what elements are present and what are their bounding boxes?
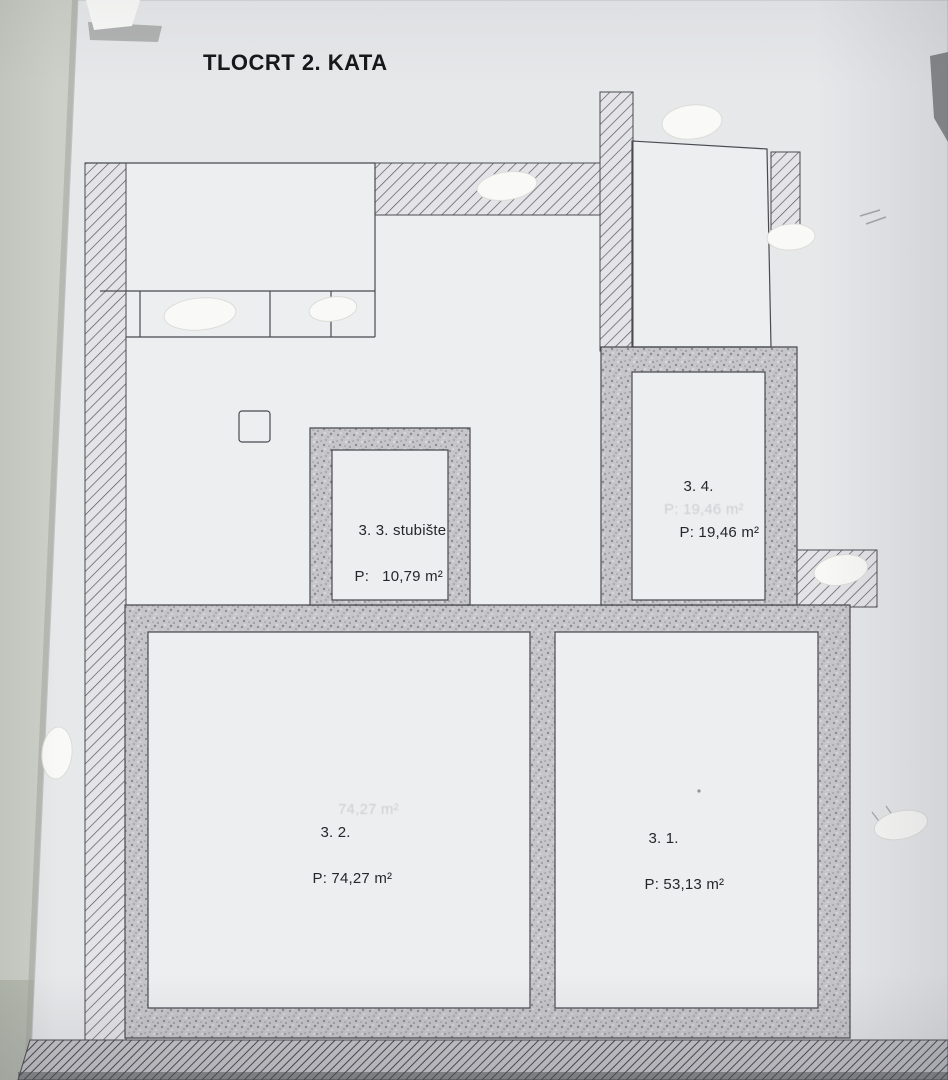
- hatched-regions: [17, 91, 948, 1080]
- room-name: 3. 4.: [683, 478, 714, 495]
- room-area: P: 53,13 m²: [644, 876, 725, 893]
- whiteout-mark: [873, 809, 929, 841]
- room-label-3-4: 3. 4. P: 19,46 m²: [666, 452, 759, 567]
- plan-interior-fills: [126, 141, 818, 1008]
- whiteout-mark: [163, 297, 237, 331]
- whiteout-mark: [308, 296, 358, 322]
- stippled-walls: [124, 346, 851, 1039]
- plan-lines: [85, 140, 772, 443]
- pencil-mark-top-right: [859, 209, 887, 225]
- room-area: P: 10,79 m²: [354, 568, 443, 585]
- whiteout-mark: [766, 223, 816, 251]
- room-name: 3. 3. stubište: [358, 522, 447, 539]
- room-label-stairwell: 3. 3. stubište P: 10,79 m²: [341, 496, 446, 611]
- whiteout-mark: [813, 554, 869, 586]
- walls-stairwell: [309, 427, 471, 606]
- room-label-3-2-ghost: 74,27 m²: [338, 801, 399, 818]
- plan-title: TLOCRT 2. KATA: [203, 50, 388, 75]
- whiteout-marks: [41, 104, 929, 841]
- room-label-3-4-ghost: P: 19,46 m²: [664, 501, 744, 518]
- room-area: P: 74,27 m²: [312, 870, 393, 887]
- room-name: 3. 1.: [648, 830, 679, 847]
- bottom-edge-shadow: [18, 1072, 948, 1080]
- top-right-corner-shadow: [930, 52, 948, 142]
- room-label-3-2: 3. 2. P: 74,27 m²: [303, 798, 392, 913]
- room-label-3-1: 3. 1. P: 53,13 m²: [631, 804, 724, 919]
- shaft-symbol: [238, 410, 271, 443]
- room-area: P: 19,46 m²: [679, 524, 760, 541]
- hatch-bottom-band: [17, 1039, 948, 1080]
- whiteout-mark: [41, 726, 73, 780]
- outline-upper-right-room: [631, 140, 772, 348]
- dot-mark-room-3-1: [697, 789, 701, 793]
- room-name: 3. 2.: [320, 824, 351, 841]
- whiteout-mark: [476, 171, 538, 201]
- top-left-paper-scrap: [86, 0, 140, 30]
- hatch-left-strip: [84, 162, 127, 1044]
- whiteout-mark: [661, 104, 723, 140]
- hatch-center-column: [599, 91, 634, 352]
